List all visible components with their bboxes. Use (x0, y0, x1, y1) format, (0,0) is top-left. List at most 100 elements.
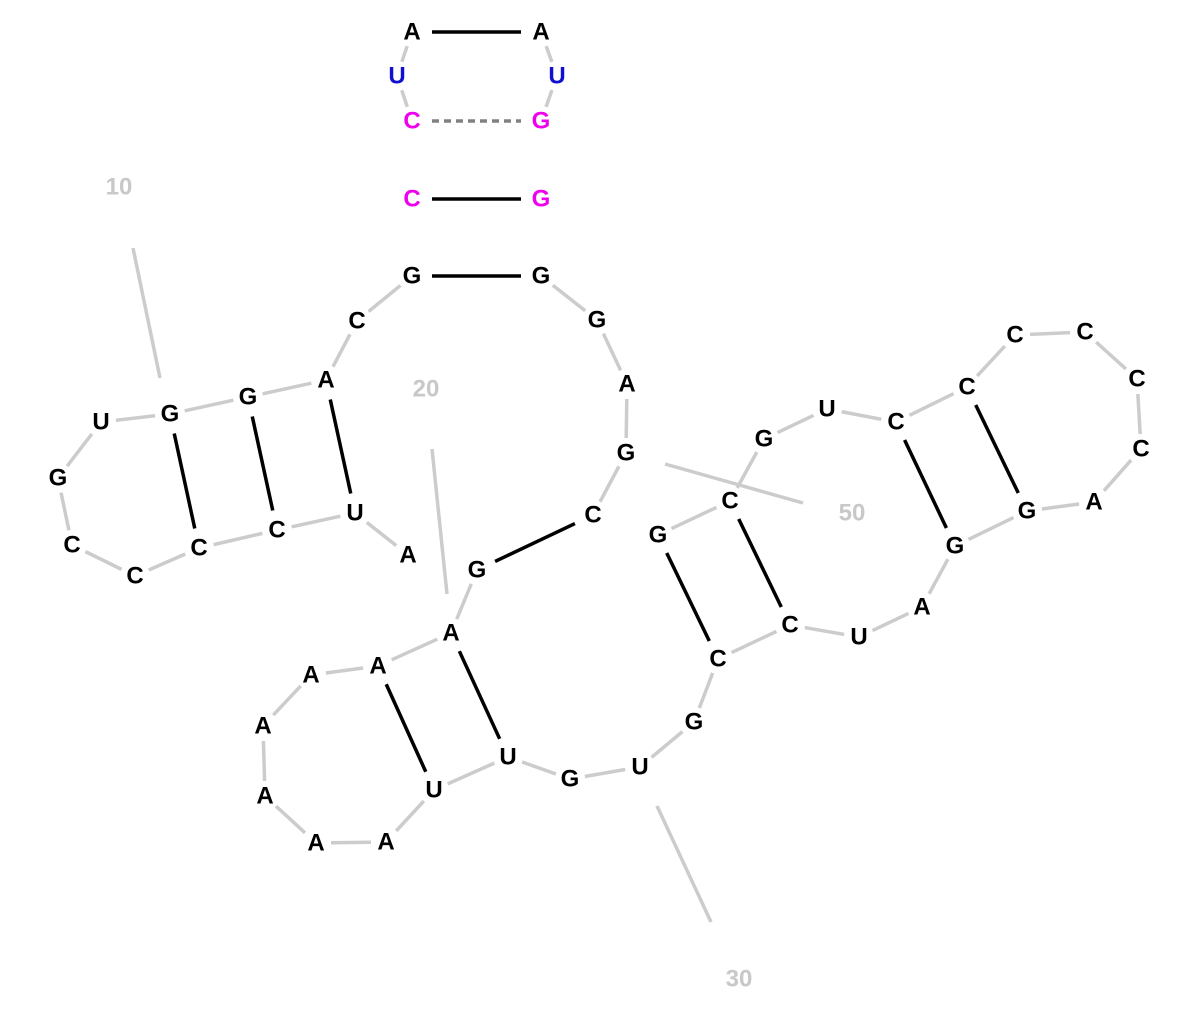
nucleotide-A: A (1085, 489, 1102, 516)
backbone-segment (804, 625, 845, 637)
nucleotide-G: G (685, 709, 704, 736)
nucleotide-A: A (254, 713, 271, 740)
backbone-segment (330, 840, 372, 845)
backbone-segment (551, 283, 587, 313)
index-label-50: 50 (839, 500, 866, 527)
nucleotide-G: G (161, 401, 180, 428)
base-pair (737, 518, 783, 608)
nucleotide-A: A (256, 783, 273, 810)
nucleotide-G: G (49, 465, 68, 492)
nucleotide-A: A (403, 19, 420, 46)
base-pair (457, 650, 502, 740)
base-pair (494, 521, 576, 564)
backbone-segment (262, 381, 312, 396)
nucleotide-C: C (584, 502, 601, 529)
nucleotide-U: U (850, 624, 867, 651)
index-label-20: 20 (413, 376, 440, 403)
backbone-segment (521, 760, 557, 776)
nucleotide-C: C (709, 646, 726, 673)
backbone-segment (1094, 340, 1128, 371)
backbone-segment (544, 89, 554, 108)
index-tick-line (655, 805, 713, 923)
nucleotide-A: A (399, 542, 416, 569)
nucleotide-G: G (588, 307, 607, 334)
backbone-segment (84, 550, 123, 571)
backbone-segment (908, 392, 955, 417)
index-tick-line (664, 462, 804, 505)
backbone-segment (274, 804, 307, 835)
nucleotide-A: A (317, 367, 334, 394)
nucleotide-C: C (403, 108, 420, 135)
nucleotide-U: U (548, 63, 565, 90)
nucleotide-A: A (377, 829, 394, 856)
backbone-segment (730, 629, 778, 655)
backbone-segment (325, 666, 364, 675)
nucleotide-G: G (1018, 498, 1037, 525)
backbone-segment (871, 611, 910, 633)
backbone-segment (601, 332, 623, 372)
backbone-segment (390, 637, 439, 662)
backbone-segment (776, 413, 815, 435)
backbone-segment (400, 45, 409, 63)
index-label-30: 30 (726, 966, 753, 993)
nucleotide-C: C (126, 563, 143, 590)
nucleotide-G: G (755, 426, 774, 453)
nucleotide-C: C (348, 308, 365, 335)
backbone-segment (65, 432, 94, 468)
base-pair (328, 399, 353, 494)
backbone-segment (365, 520, 398, 548)
backbone-segment (184, 398, 234, 413)
nucleotide-A: A (307, 830, 324, 857)
base-pair (974, 404, 1020, 494)
backbone-segment (59, 492, 71, 531)
index-tick-line (131, 247, 162, 379)
nucleotide-G: G (532, 186, 551, 213)
backbone-segment (115, 413, 156, 423)
index-label-10: 10 (106, 174, 133, 201)
backbone-segment (1029, 330, 1071, 337)
nucleotide-C: C (1132, 436, 1149, 463)
nucleotide-C: C (958, 374, 975, 401)
backbone-segment (735, 451, 759, 489)
nucleotide-U: U (388, 63, 405, 90)
nucleotide-U: U (425, 777, 442, 804)
index-tick-layer: 10 20 30 50 (106, 174, 866, 993)
base-pair-layer (172, 30, 1020, 773)
nucleotide-C: C (63, 532, 80, 559)
base-pair (665, 552, 711, 642)
backbone-layer (59, 45, 1142, 845)
nucleotide-A: A (369, 653, 386, 680)
nucleotide-G: G (532, 263, 551, 290)
nucleotide-G: G (649, 522, 668, 549)
backbone-segment (1041, 502, 1080, 511)
nucleotide-C: C (1006, 322, 1023, 349)
nucleotide-A: A (532, 19, 549, 46)
nucleotide-A: A (442, 620, 459, 647)
nucleotide-U: U (631, 754, 648, 781)
backbone-segment (598, 465, 621, 503)
nucleotide-A: A (913, 594, 930, 621)
backbone-segment (291, 514, 341, 529)
nucleotide-A: A (302, 662, 319, 689)
backbone-segment (624, 398, 629, 439)
backbone-segment (927, 558, 950, 595)
nucleotide-C: C (781, 612, 798, 639)
base-pair (384, 683, 428, 773)
nucleotide-U: U (92, 409, 109, 436)
nucleotide-C: C (1076, 319, 1093, 346)
nucleotide-U: U (346, 500, 363, 527)
backbone-segment (650, 730, 684, 759)
backbone-segment (697, 672, 715, 709)
nucleotide-U: U (499, 744, 516, 771)
backbone-segment (148, 552, 186, 572)
nucleotide-C: C (1128, 366, 1145, 393)
index-tick-line (430, 448, 449, 595)
backbone-segment (394, 799, 426, 833)
nucleotide-C: C (721, 488, 738, 515)
backbone-segment (400, 89, 409, 108)
backbone-segment (1136, 393, 1142, 435)
nucleotide-G: G (532, 108, 551, 135)
backbone-segment (331, 333, 352, 368)
